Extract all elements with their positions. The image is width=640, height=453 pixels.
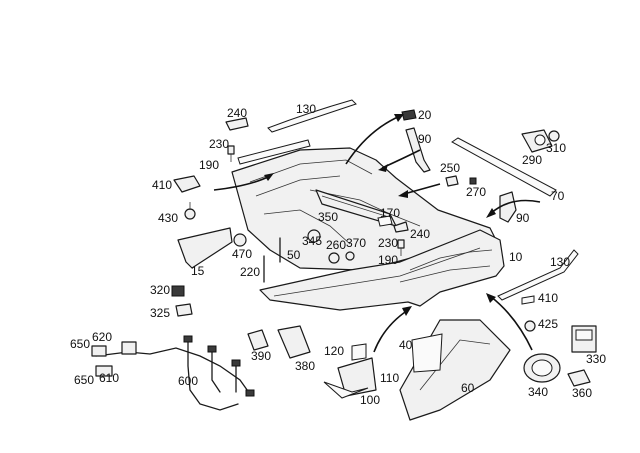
arrow-from-250 bbox=[398, 183, 441, 198]
callout-610: 610 bbox=[99, 371, 119, 385]
callout-340: 340 bbox=[528, 385, 548, 399]
callout-320: 320 bbox=[150, 283, 170, 297]
part-370-grommet bbox=[345, 251, 355, 261]
callout-15: 15 bbox=[191, 264, 205, 278]
callout-40: 40 bbox=[399, 338, 413, 352]
part-345-grommet bbox=[307, 229, 321, 243]
part-240-clip-lower bbox=[393, 221, 409, 233]
callout-50: 50 bbox=[287, 248, 301, 262]
callout-70: 70 bbox=[551, 189, 565, 203]
callout-130: 130 bbox=[296, 102, 316, 116]
callout-190: 190 bbox=[378, 253, 398, 267]
part-190-rail bbox=[237, 139, 311, 165]
arrow-to-bumper-lower bbox=[373, 306, 412, 353]
part-410-clip-right bbox=[521, 295, 535, 305]
callout-380: 380 bbox=[295, 359, 315, 373]
callout-260: 260 bbox=[326, 238, 346, 252]
callout-120: 120 bbox=[324, 344, 344, 358]
arrow-from-holder bbox=[486, 293, 533, 351]
part-90-bracket-lower bbox=[499, 191, 517, 223]
callout-110: 110 bbox=[380, 371, 399, 385]
callout-410: 410 bbox=[152, 178, 172, 192]
part-70-impact-strip bbox=[451, 137, 557, 197]
callout-345: 345 bbox=[302, 234, 322, 248]
part-390-bracket bbox=[247, 329, 269, 351]
part-230-bolt bbox=[227, 145, 235, 162]
part-270-clip bbox=[469, 177, 477, 185]
callout-100: 100 bbox=[360, 393, 380, 407]
callout-370: 370 bbox=[346, 236, 366, 250]
arrow-to-carrier bbox=[213, 173, 274, 191]
part-290-sensor bbox=[521, 129, 553, 153]
part-620-connector bbox=[121, 341, 137, 355]
callout-190: 190 bbox=[199, 158, 219, 172]
arrow-to-bracket-90 bbox=[378, 149, 421, 172]
part-230-bolt-lower bbox=[397, 239, 405, 256]
callout-390: 390 bbox=[251, 349, 271, 363]
part-650-sensor bbox=[91, 345, 107, 357]
part-15-side-mount bbox=[177, 227, 233, 269]
callout-360: 360 bbox=[572, 386, 592, 400]
callout-600: 600 bbox=[178, 374, 198, 388]
part-100-base bbox=[323, 381, 369, 399]
callout-220: 220 bbox=[240, 265, 260, 279]
part-260-grommet bbox=[328, 252, 340, 264]
part-250-clip bbox=[445, 175, 459, 187]
part-610-connector bbox=[95, 365, 113, 377]
arrow-to-clip-20 bbox=[345, 114, 404, 165]
part-10-bumper-cover bbox=[259, 229, 505, 311]
part-240-clip bbox=[225, 117, 249, 131]
part-325-clip bbox=[175, 303, 193, 317]
part-110-mount bbox=[337, 357, 377, 397]
part-330-housing bbox=[571, 325, 597, 353]
callout-470: 470 bbox=[232, 247, 252, 261]
callout-60: 60 bbox=[461, 381, 475, 395]
arrow-from-70 bbox=[486, 199, 541, 218]
callout-650: 650 bbox=[74, 373, 94, 387]
callout-620: 620 bbox=[92, 330, 112, 344]
callout-240: 240 bbox=[227, 106, 247, 120]
part-430-screw bbox=[184, 202, 196, 220]
part-90-bracket-upper bbox=[405, 127, 431, 173]
callout-90: 90 bbox=[418, 132, 432, 146]
callout-410: 410 bbox=[538, 291, 558, 305]
callout-130: 130 bbox=[550, 255, 570, 269]
part-600-wiring-harness bbox=[95, 335, 255, 411]
part-20-clip bbox=[401, 109, 417, 121]
callout-290: 290 bbox=[522, 153, 542, 167]
callout-90: 90 bbox=[516, 211, 530, 225]
callout-250: 250 bbox=[440, 161, 460, 175]
callout-430: 430 bbox=[158, 211, 178, 225]
callout-230: 230 bbox=[209, 137, 229, 151]
part-170-clip bbox=[377, 215, 393, 227]
callout-310: 310 bbox=[546, 141, 566, 155]
callout-20: 20 bbox=[418, 108, 432, 122]
part-120-bracket bbox=[351, 343, 367, 361]
callout-350: 350 bbox=[318, 210, 338, 224]
part-310-grommet bbox=[548, 130, 560, 142]
part-425-screw bbox=[524, 320, 536, 332]
callout-425: 425 bbox=[538, 317, 558, 331]
callout-325: 325 bbox=[150, 306, 170, 320]
callout-10: 10 bbox=[509, 250, 523, 264]
callout-170: 170 bbox=[380, 206, 400, 220]
callout-330: 330 bbox=[586, 352, 606, 366]
callout-230: 230 bbox=[378, 236, 398, 250]
part-380-bracket bbox=[277, 325, 311, 359]
part-360-connector bbox=[567, 369, 591, 387]
part-40-bracket bbox=[411, 333, 443, 373]
callout-270: 270 bbox=[466, 185, 486, 199]
callout-650: 650 bbox=[70, 337, 90, 351]
part-320-clip bbox=[171, 285, 185, 297]
part-410-bracket bbox=[173, 175, 201, 193]
part-340-holder bbox=[523, 353, 561, 383]
callout-240: 240 bbox=[410, 227, 430, 241]
part-130-molding-strip bbox=[267, 99, 357, 133]
part-130-side-strip bbox=[497, 249, 579, 301]
part-470-bolt bbox=[233, 233, 247, 247]
